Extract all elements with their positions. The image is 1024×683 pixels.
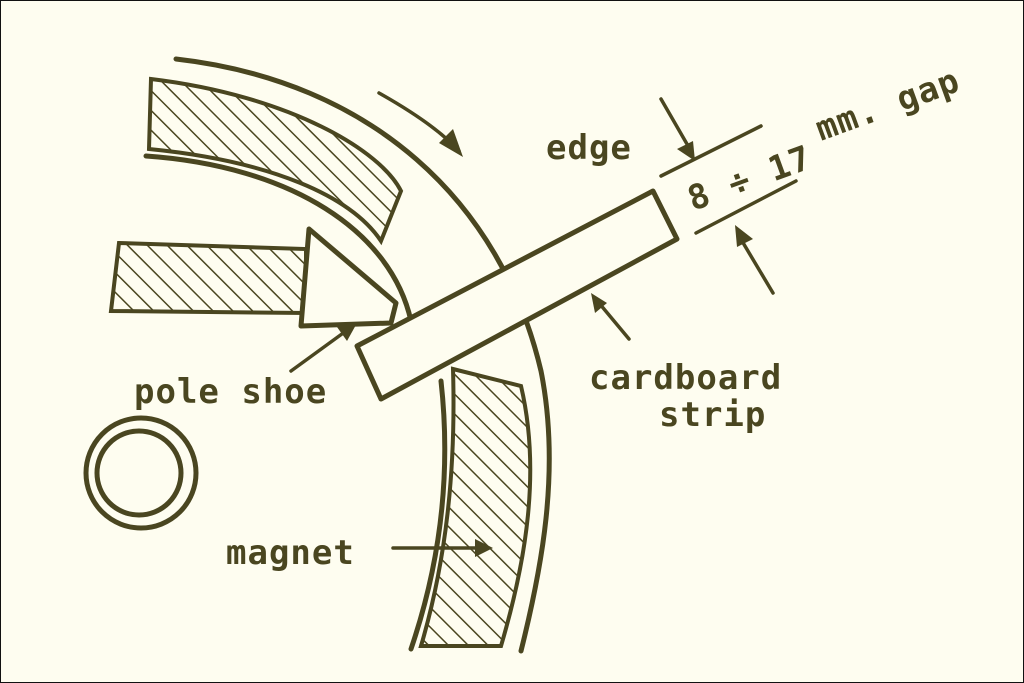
gap-arrow-bottom (737, 234, 775, 295)
strip-label: strip (659, 395, 766, 435)
pole-shoe (298, 226, 399, 329)
gap-arrowhead-bottom-icon (735, 225, 753, 247)
pole-core (108, 240, 308, 316)
gap-arrow-top (659, 97, 693, 153)
cardboard-pointer (597, 301, 631, 341)
magnet-label: magnet (226, 533, 355, 573)
pole-shoe-arrowhead-icon (337, 323, 357, 341)
magnet-arrowhead-icon (475, 539, 493, 557)
upper-magnet-band (146, 76, 404, 246)
gap-unit-label: mm. gap (810, 60, 965, 149)
rotation-arrowhead-icon (439, 129, 463, 157)
rotor-inner-arc (143, 153, 414, 324)
lower-magnet-band (418, 366, 533, 648)
gap-dimension-bottom-line (694, 179, 798, 235)
gap-arrowhead-top-icon (677, 141, 695, 161)
shaft-outer-ring (83, 415, 199, 531)
shaft-inner-ring (94, 428, 184, 518)
cardboard-arrowhead-icon (591, 293, 607, 313)
rotor-inner-arc-lower (408, 378, 448, 652)
gap-value-label: 8 ÷ 17 (682, 138, 817, 220)
pole-shoe-pointer (289, 329, 348, 373)
gap-dimension-top-line (659, 124, 763, 178)
cardboard-strip (354, 188, 680, 402)
pole-shoe-label: pole shoe (134, 372, 327, 412)
cardboard-label: cardboard (589, 358, 782, 398)
edge-label: edge (546, 128, 632, 168)
